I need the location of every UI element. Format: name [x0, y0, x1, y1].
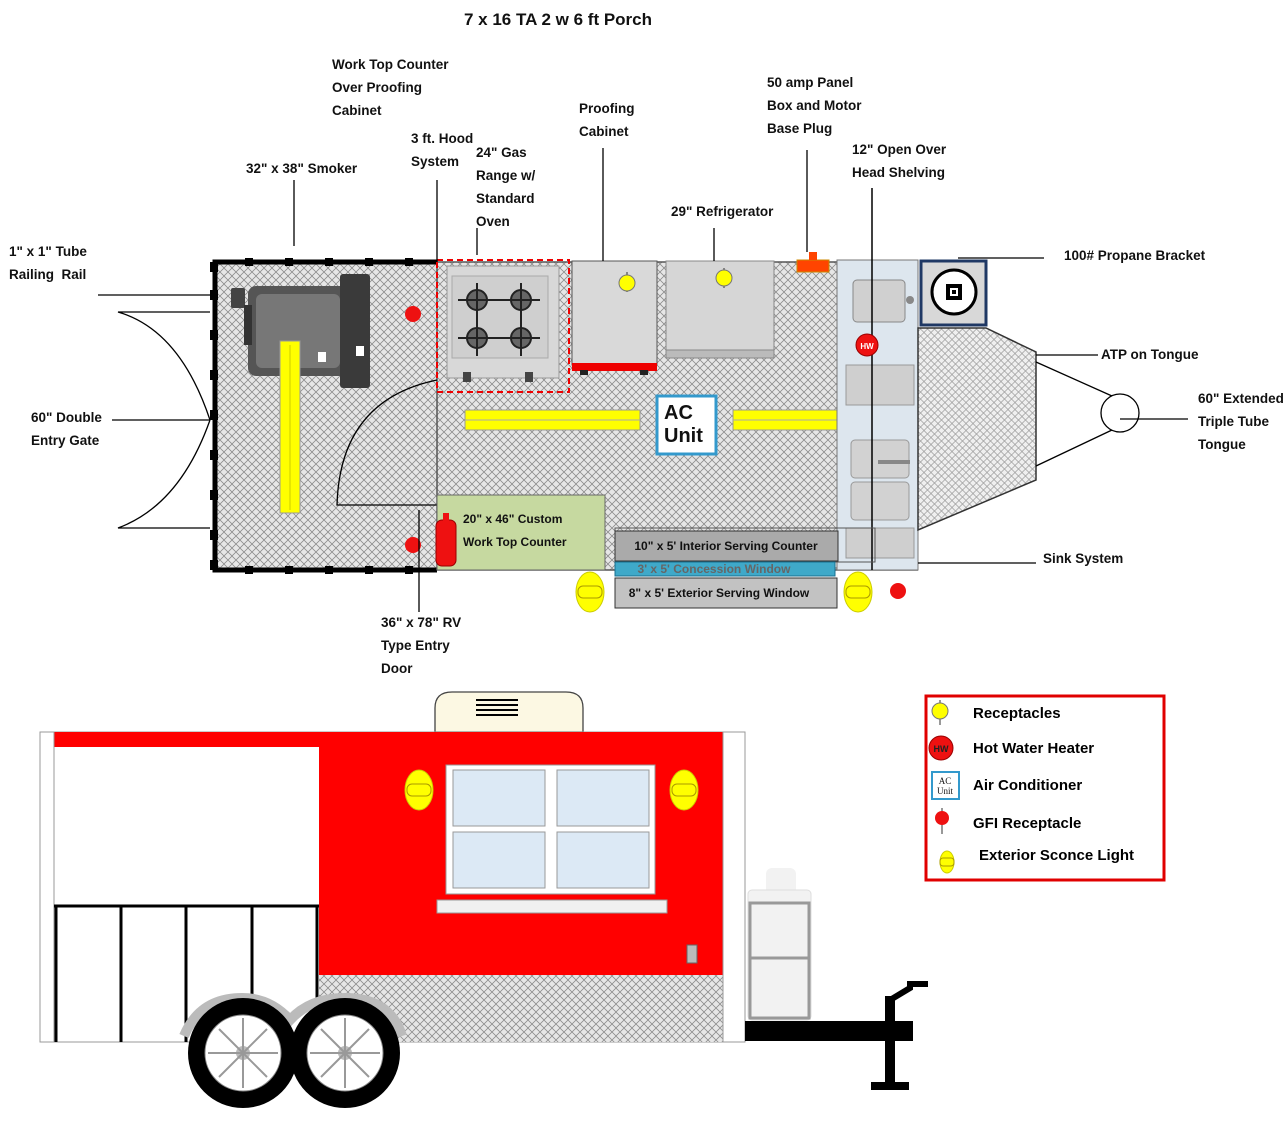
fire-extinguisher-icon	[435, 519, 457, 567]
concession-window	[614, 561, 836, 577]
gfi-receptacle-icon	[405, 537, 421, 553]
atp-tongue-label: ATP on Tongue	[1101, 347, 1199, 362]
sconce-light-icon	[669, 769, 699, 811]
open-shelving-label: 12" Open Over Head Shelving	[852, 142, 947, 180]
legend-ac-text-line2: Unit	[937, 786, 954, 796]
exterior-outlet	[686, 944, 698, 964]
wheel-front	[188, 998, 298, 1108]
legend-label-hot-water-heater: Hot Water Heater	[973, 740, 1094, 757]
ac-unit-label-line2: Unit	[664, 425, 703, 447]
hw-badge: HW	[860, 342, 874, 351]
exterior-serving-window-label: 8" x 5' Exterior Serving Window	[629, 586, 810, 600]
gas-range-icon	[446, 265, 560, 382]
sconce-light-icon	[575, 571, 605, 613]
sconce-light-icon	[404, 769, 434, 811]
diagram-title: 7 x 16 TA 2 w 6 ft Porch	[464, 10, 653, 29]
sink-system-icon	[836, 259, 919, 571]
interior-serving-counter	[614, 530, 839, 562]
interior-serving-counter-label: 10" x 5' Interior Serving Counter	[634, 539, 818, 553]
leader-lines	[98, 148, 1188, 612]
rv-door-swing	[336, 379, 438, 506]
sink-system-label: Sink System	[1043, 551, 1124, 566]
hot-water-heater-icon	[855, 333, 879, 357]
exterior-serving-window	[614, 577, 838, 609]
gfi-receptacle-icon	[935, 808, 949, 834]
propane-bracket-label: 100# Propane Bracket	[1064, 248, 1206, 263]
air-conditioner-icon: AC Unit	[931, 771, 960, 800]
sconce-light-icon	[843, 571, 873, 613]
interior-light-tube	[464, 409, 641, 431]
proofing-cabinet	[571, 260, 658, 366]
smoker-label: 32" x 38" Smoker	[246, 161, 358, 176]
entry-gate-label: 60" Double Entry Gate	[31, 410, 102, 448]
panel-box-label: 50 amp Panel Box and Motor Base Plug	[767, 75, 862, 136]
gfi-receptacle-icon	[405, 306, 421, 322]
concession-window-label: 3' x 5' Concession Window	[638, 562, 792, 576]
gas-range-label: 24" Gas Range w/ Standard Oven	[476, 145, 536, 229]
extended-tongue-label: 60" Extended Triple Tube Tongue	[1198, 391, 1284, 452]
roof-ac-vent	[476, 699, 518, 716]
atp-tongue	[917, 327, 1037, 532]
gfi-receptacle-icon	[890, 583, 906, 599]
trailer-tongue-elevation	[745, 1021, 908, 1041]
legend-ac-text-line1: AC	[939, 776, 952, 786]
wheel-fender	[179, 992, 407, 1039]
entry-gate-swing-upper	[117, 311, 211, 421]
railing-label: 1" x 1" Tube Railing Rail	[9, 244, 87, 282]
hood-system-outline	[436, 259, 570, 393]
legend-hw-text: HW	[934, 744, 949, 754]
legend-box	[924, 694, 1166, 882]
proofing-cabinet-label: Proofing Cabinet	[579, 101, 635, 139]
custom-counter-label-line2: Work Top Counter	[463, 535, 567, 549]
receptacle-icon	[715, 268, 733, 288]
receptacle-icon	[931, 700, 949, 725]
smoker-icon	[231, 274, 370, 388]
work-top-over-proofing-label: Work Top Counter Over Proofing Cabinet	[332, 57, 449, 118]
panel-box-icon	[796, 259, 830, 273]
rv-door-label: 36" x 78" RV Type Entry Door	[381, 615, 462, 676]
tongue-hitch-icon	[1100, 393, 1140, 433]
ac-unit-label-line1: AC	[664, 402, 693, 424]
serving-shelf	[436, 899, 668, 914]
roof-ac-unit	[434, 691, 584, 733]
ac-unit-icon	[655, 394, 718, 456]
receptacle-icon	[618, 272, 636, 292]
legend-label-gfi-receptacle: GFI Receptacle	[973, 815, 1081, 832]
propane-tank-elevation	[747, 868, 812, 1021]
legend-label-receptacles: Receptacles	[973, 705, 1061, 722]
custom-work-top-counter	[436, 494, 606, 571]
sconce-light-icon	[939, 850, 955, 874]
proofing-cabinet-base	[572, 363, 657, 371]
legend-label-air-conditioner: Air Conditioner	[973, 777, 1082, 794]
wheel-rear	[290, 998, 400, 1108]
hot-water-heater-icon: HW	[928, 735, 954, 761]
legend-label-sconce-light: Exterior Sconce Light	[979, 847, 1134, 864]
custom-counter-label-line1: 20" x 46" Custom	[463, 512, 562, 526]
hood-system-label: 3 ft. Hood System	[411, 131, 474, 169]
refrigerator-label: 29" Refrigerator	[671, 204, 774, 219]
entry-gate-swing-lower	[117, 419, 211, 529]
tongue-jack	[871, 981, 928, 1090]
